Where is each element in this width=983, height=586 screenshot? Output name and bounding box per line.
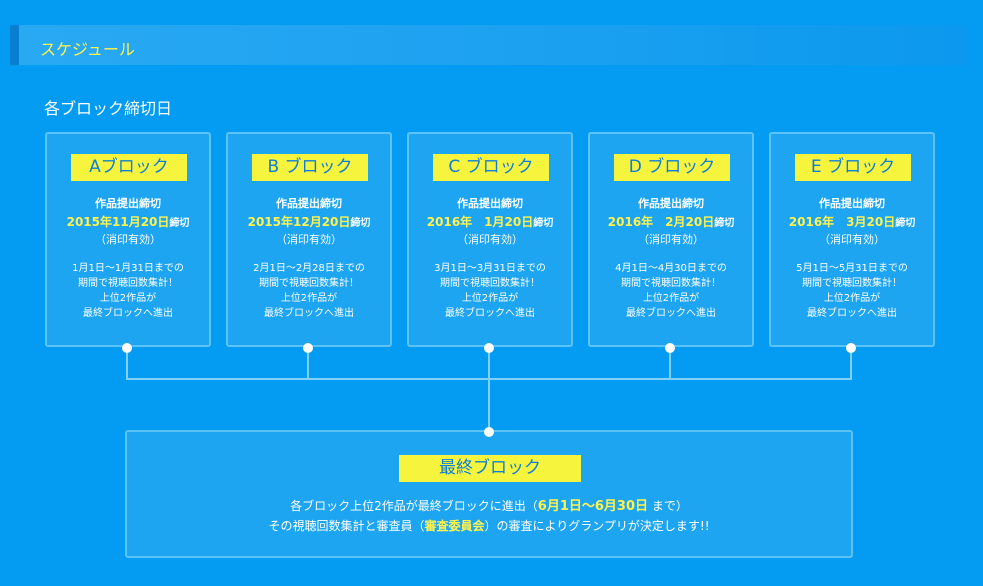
date-value: 2016年 2月20日 <box>607 215 715 229</box>
text-span: 各ブロック上位2作品が最終ブロックに進出（ <box>290 499 538 513</box>
final-block-card: 最終ブロック 各ブロック上位2作品が最終ブロックに進出（6月1日～6月30日 ま… <box>125 430 853 558</box>
block-description: 1月1日～1月31日までの 期間で視聴回数集計！ 上位2作品が 最終ブロックへ進… <box>47 261 209 321</box>
section-title: 各ブロック締切日 <box>44 99 173 118</box>
desc-line: 期間で視聴回数集計！ <box>621 278 721 289</box>
deadline-title: 作品提出締切 <box>819 197 885 210</box>
block-label: E ブロック <box>795 154 911 181</box>
desc-line: 期間で視聴回数集計！ <box>259 278 359 289</box>
deadline-date: 2015年11月20日締切 <box>47 213 209 230</box>
desc-line: 最終ブロックへ進出 <box>83 308 173 319</box>
date-suffix: 締切 <box>350 218 371 229</box>
connector-line <box>126 348 128 380</box>
header-title: スケジュール <box>40 40 135 59</box>
block-card-a: Aブロック 作品提出締切 2015年11月20日締切 （消印有効） 1月1日～1… <box>45 132 211 347</box>
connector-line <box>488 348 490 432</box>
connector-dot <box>846 343 856 353</box>
date-suffix: 締切 <box>169 218 190 229</box>
connector-dot <box>484 343 494 353</box>
date-value: 2016年 1月20日 <box>426 215 534 229</box>
connector-dot <box>303 343 313 353</box>
date-value: 2015年12月20日 <box>247 215 351 229</box>
deadline-date: 2016年 2月20日締切 <box>590 213 752 230</box>
header-bar <box>10 25 968 65</box>
final-block-label: 最終ブロック <box>399 455 581 482</box>
desc-line: 最終ブロックへ進出 <box>264 308 354 319</box>
date-value: 2015年11月20日 <box>66 215 170 229</box>
block-description: 4月1日～4月30日までの 期間で視聴回数集計！ 上位2作品が 最終ブロックへ進… <box>590 261 752 321</box>
final-description-line1: 各ブロック上位2作品が最終ブロックに進出（6月1日～6月30日 まで） <box>127 495 851 514</box>
desc-line: 期間で視聴回数集計！ <box>440 278 540 289</box>
desc-line: 最終ブロックへ進出 <box>626 308 716 319</box>
desc-line: 上位2作品が <box>823 293 881 304</box>
connector-line <box>126 378 852 380</box>
desc-line: 期間で視聴回数集計！ <box>802 278 902 289</box>
desc-line: 期間で視聴回数集計！ <box>78 278 178 289</box>
block-label: D ブロック <box>614 154 730 181</box>
deadline-title: 作品提出締切 <box>95 197 161 210</box>
block-description: 5月1日～5月31日までの 期間で視聴回数集計！ 上位2作品が 最終ブロックへ進… <box>771 261 933 321</box>
validity-note: （消印有効） <box>95 233 161 246</box>
deadline-title: 作品提出締切 <box>276 197 342 210</box>
desc-line: 上位2作品が <box>280 293 338 304</box>
desc-line: 最終ブロックへ進出 <box>445 308 535 319</box>
desc-line: 4月1日～4月30日までの <box>615 263 727 274</box>
desc-line: 上位2作品が <box>99 293 157 304</box>
committee-name: 審査委員会 <box>424 519 485 533</box>
validity-note: （消印有効） <box>819 233 885 246</box>
connector-line <box>669 348 671 380</box>
block-description: 2月1日～2月28日までの 期間で視聴回数集計！ 上位2作品が 最終ブロックへ進… <box>228 261 390 321</box>
block-card-c: C ブロック 作品提出締切 2016年 1月20日締切 （消印有効） 3月1日～… <box>407 132 573 347</box>
block-label: Aブロック <box>71 154 187 181</box>
connector-dot <box>665 343 675 353</box>
desc-line: 上位2作品が <box>461 293 519 304</box>
validity-note: （消印有効） <box>638 233 704 246</box>
block-description: 3月1日～3月31日までの 期間で視聴回数集計！ 上位2作品が 最終ブロックへ進… <box>409 261 571 321</box>
validity-note: （消印有効） <box>276 233 342 246</box>
deadline-date: 2015年12月20日締切 <box>228 213 390 230</box>
block-card-b: B ブロック 作品提出締切 2015年12月20日締切 （消印有効） 2月1日～… <box>226 132 392 347</box>
text-span: その視聴回数集計と審査員（ <box>268 519 425 533</box>
date-suffix: 締切 <box>714 218 735 229</box>
connector-dot <box>122 343 132 353</box>
desc-line: 1月1日～1月31日までの <box>72 263 184 274</box>
date-suffix: 締切 <box>895 218 916 229</box>
deadline-title: 作品提出締切 <box>457 197 523 210</box>
desc-line: 最終ブロックへ進出 <box>807 308 897 319</box>
block-label: B ブロック <box>252 154 368 181</box>
text-span: まで） <box>651 499 688 513</box>
desc-line: 3月1日～3月31日までの <box>434 263 546 274</box>
text-span: ）の審査によりグランプリが決定します!! <box>484 519 710 533</box>
block-card-d: D ブロック 作品提出締切 2016年 2月20日締切 （消印有効） 4月1日～… <box>588 132 754 347</box>
final-description-line2: その視聴回数集計と審査員（審査委員会）の審査によりグランプリが決定します!! <box>127 517 851 534</box>
connector-line <box>307 348 309 380</box>
desc-line: 上位2作品が <box>642 293 700 304</box>
desc-line: 5月1日～5月31日までの <box>796 263 908 274</box>
header-accent <box>10 25 19 65</box>
connector-dot <box>484 427 494 437</box>
block-card-e: E ブロック 作品提出締切 2016年 3月20日締切 （消印有効） 5月1日～… <box>769 132 935 347</box>
deadline-date: 2016年 3月20日締切 <box>771 213 933 230</box>
final-period: 6月1日～6月30日 <box>537 499 649 514</box>
date-value: 2016年 3月20日 <box>788 215 896 229</box>
deadline-date: 2016年 1月20日締切 <box>409 213 571 230</box>
connector-line <box>850 348 852 380</box>
block-label: C ブロック <box>433 154 549 181</box>
date-suffix: 締切 <box>533 218 554 229</box>
desc-line: 2月1日～2月28日までの <box>253 263 365 274</box>
validity-note: （消印有効） <box>457 233 523 246</box>
deadline-title: 作品提出締切 <box>638 197 704 210</box>
